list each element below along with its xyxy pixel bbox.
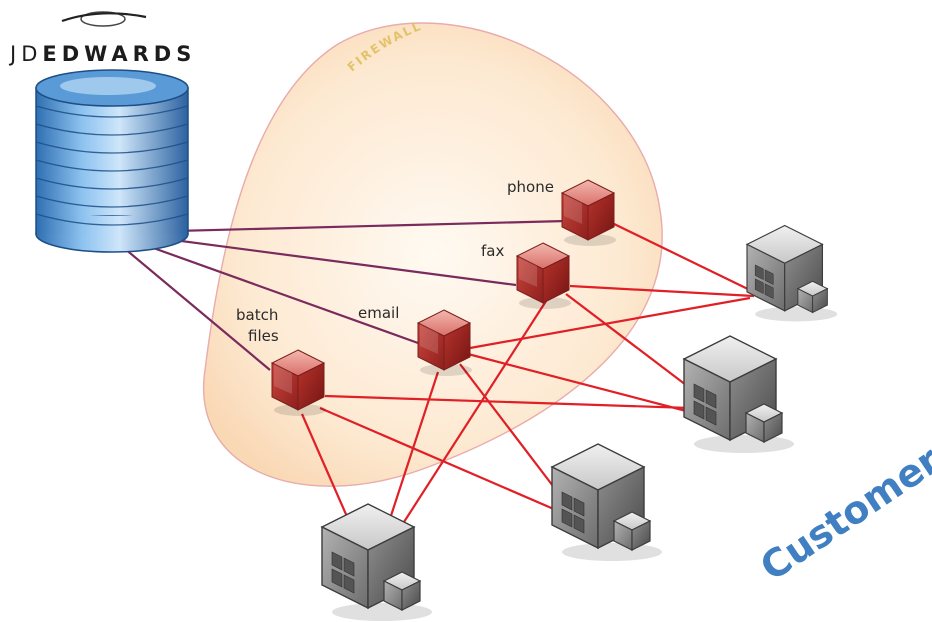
email-label: email (358, 304, 399, 322)
logo-swoosh-icon (61, 11, 147, 27)
link-fax-c1 (569, 284, 755, 298)
customer-links (300, 221, 755, 537)
link-email-c2 (467, 352, 691, 414)
logo-wordmark: JDEDWARDS (8, 42, 196, 66)
database-icon (35, 69, 189, 253)
link-db-email (119, 234, 419, 345)
customer-building-icon (551, 443, 663, 562)
link-batch-c3 (319, 406, 557, 512)
link-batch-c2 (324, 394, 691, 410)
link-email-c1 (469, 296, 751, 350)
phone-label: phone (507, 178, 554, 196)
link-phone-c1 (609, 221, 755, 293)
link-db-fax (127, 232, 517, 287)
customer-building-icon (683, 335, 795, 454)
batch-files-label-line1: batch (236, 306, 278, 324)
link-fax-c2 (565, 293, 691, 389)
link-batch-c4 (300, 413, 354, 529)
fax-label: fax (481, 242, 504, 260)
batch-files-label-line2: files (248, 327, 279, 345)
link-email-c3 (459, 363, 557, 491)
link-db-phone (135, 219, 567, 234)
jd-edwards-logo: JDEDWARDS (8, 11, 196, 66)
customer-building-icon (321, 503, 433, 622)
customer-building-icon (746, 224, 838, 323)
link-db-batch (111, 237, 271, 371)
database-links (111, 219, 567, 371)
firewall-zone (202, 22, 663, 487)
